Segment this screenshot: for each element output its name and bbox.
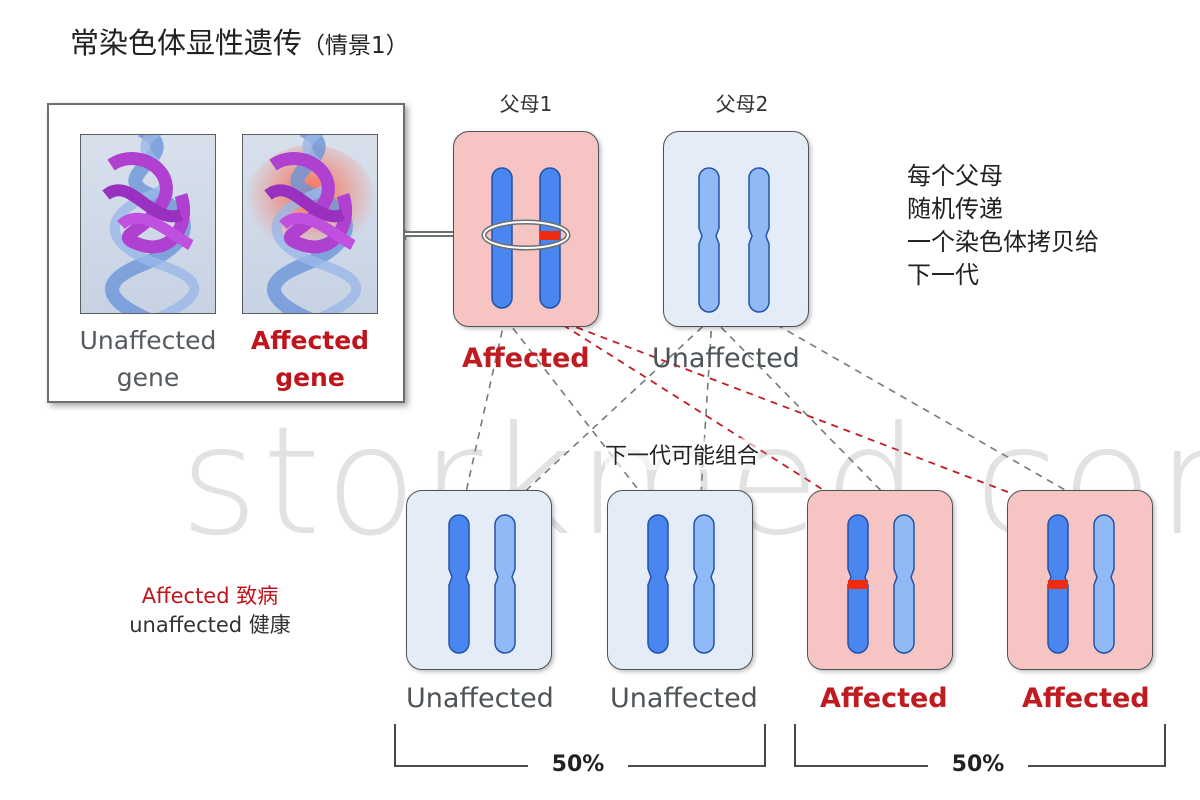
affected-gene-image [242,134,378,314]
chromosome [494,514,516,654]
mutation-marker [848,580,868,589]
child-1-status: Unaffected [406,683,554,714]
legend-affected: Affected 致病 [141,584,279,608]
title-main: 常染色体显性遗传 [70,26,303,60]
child-2-card [607,490,753,670]
red-dashed-lines [551,317,1056,511]
percent-affected: 50% [928,752,1028,777]
unaffected-gene-image [80,134,216,314]
child-1-card [406,490,552,670]
legend: Affected 致病 unaffected 健康 [100,582,320,640]
chromosome [448,514,470,654]
mutation-marker [1048,580,1068,589]
chromosome [893,514,915,654]
percent-unaffected: 50% [528,752,628,777]
chromosome [647,514,669,654]
chromosome [491,167,513,309]
child-3-status: Affected [820,683,948,714]
parent-2-status: Unaffected [652,343,800,374]
legend-unaffected: unaffected 健康 [129,613,291,637]
child-2-status: Unaffected [610,683,758,714]
chromosome [748,167,770,313]
title-sub: （情景1） [302,33,409,59]
parent-1-status: Affected [462,343,590,374]
chromosome [693,514,715,654]
parent-2-card [663,131,809,327]
parent-1-card [453,131,599,327]
child-3-card [807,490,953,670]
child-4-card [1007,490,1153,670]
parent-2-label: 父母2 [715,92,769,116]
gray-dashed-lines [461,317,1101,511]
page-title: 常染色体显性遗传（情景1） [70,20,409,62]
child-4-status: Affected [1022,683,1150,714]
parent-1-label: 父母1 [499,92,553,116]
combination-label: 下一代可能组合 [605,438,760,470]
chromosome [1093,514,1115,654]
inheritance-note: 每个父母 随机传递 一个染色体拷贝给 下一代 [907,162,1099,289]
mutation-marker [540,231,560,240]
highlight-ring-inner [483,221,569,249]
chromosome [698,167,720,313]
